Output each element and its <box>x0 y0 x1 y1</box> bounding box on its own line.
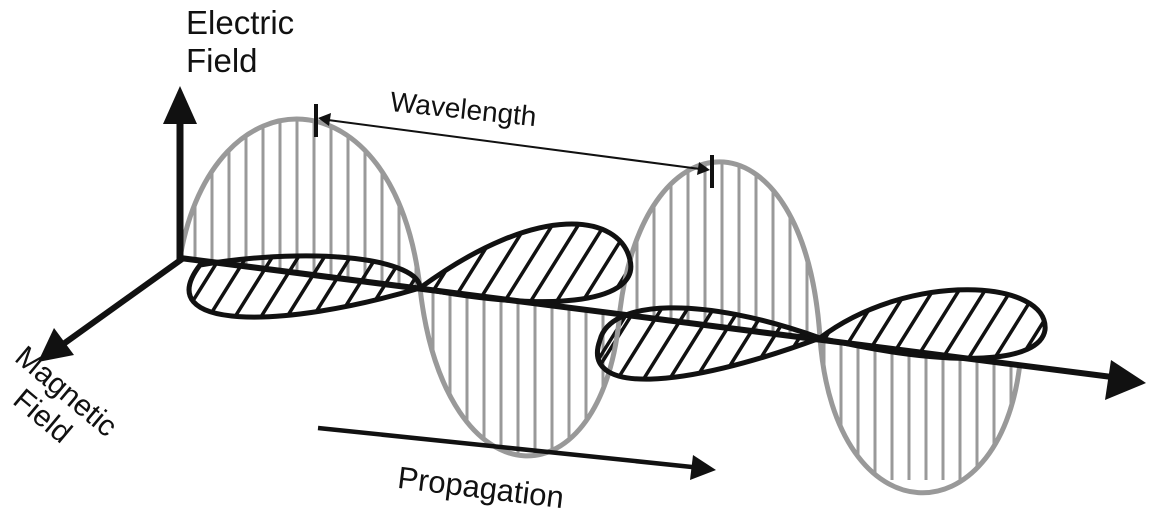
propagation-arrow <box>317 425 693 470</box>
electric-field-wave <box>177 116 1023 496</box>
electric-field-label-line2: Field <box>186 42 258 79</box>
magnetic-axis-arrowhead <box>38 328 74 362</box>
electric-field-label-line1: Electric <box>186 4 295 41</box>
propagation-axis-arrowhead <box>1105 360 1146 400</box>
magnetic-field-wave <box>186 221 1048 382</box>
propagation-arrow-head <box>690 455 716 480</box>
electric-axis-arrowhead <box>163 86 197 124</box>
magnetic-axis <box>60 256 184 348</box>
wavelength-indicator <box>314 104 714 188</box>
electric-field-label: Electric Field <box>186 4 294 80</box>
